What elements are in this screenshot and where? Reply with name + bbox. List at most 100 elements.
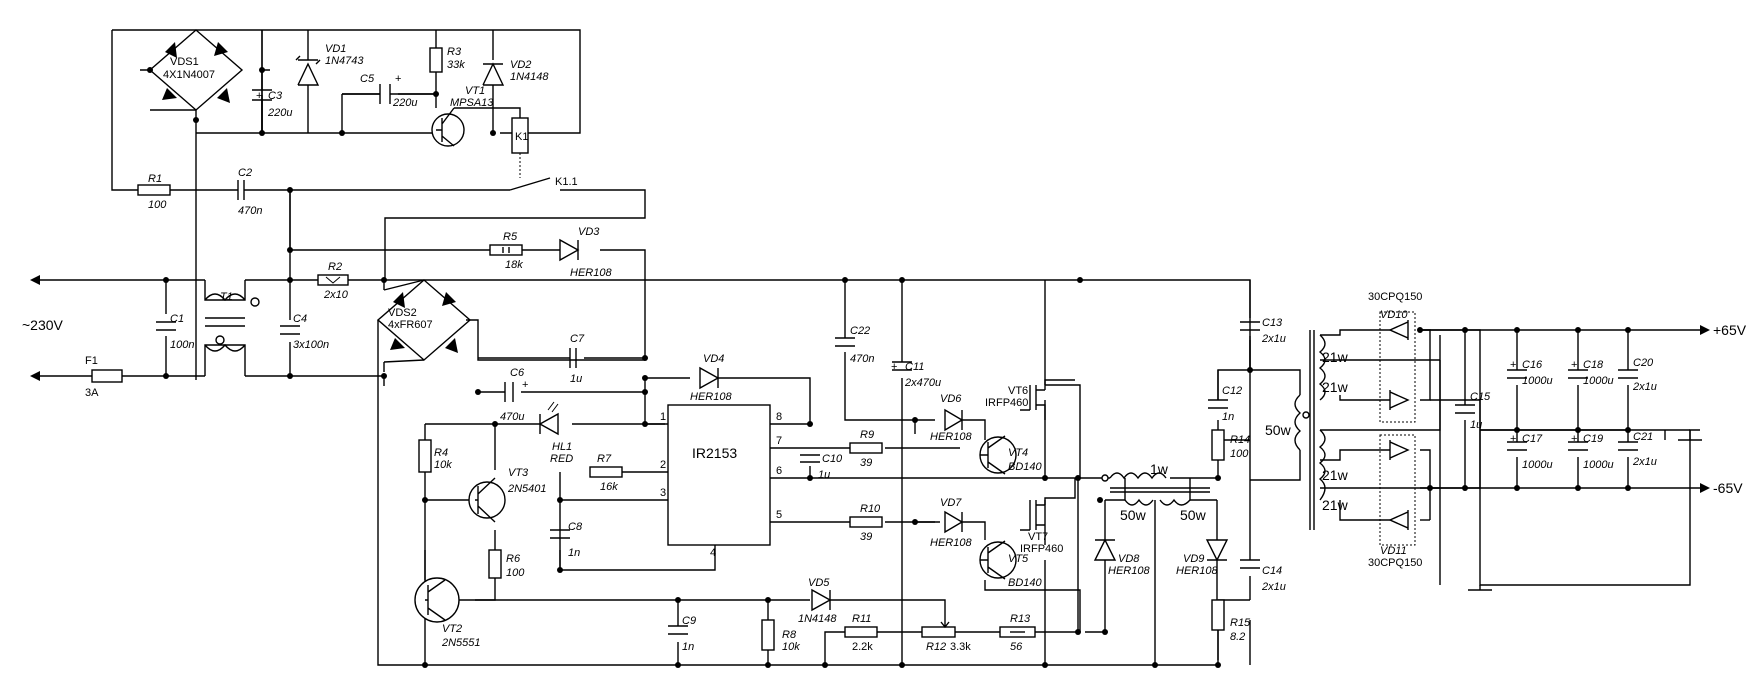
- label-r15-value: 8.2: [1230, 631, 1245, 643]
- label-vd6-value: HER108: [930, 431, 972, 443]
- label-c5-plus: +: [395, 73, 401, 85]
- label-vd8-value: HER108: [1108, 565, 1150, 577]
- label-c18: C18: [1583, 359, 1604, 371]
- ic-pin-1: 1: [660, 411, 666, 423]
- r14-resistor: [1211, 429, 1225, 461]
- label-r3: R3: [447, 46, 462, 58]
- label-r9: R9: [860, 429, 874, 441]
- label-r2-value: 2x10: [323, 289, 349, 301]
- c18-capacitor: [1568, 369, 1588, 379]
- r5-resistor: [489, 244, 523, 256]
- label-k1: K1: [515, 131, 528, 143]
- label-c4-value: 3x100n: [293, 339, 329, 351]
- f1-fuse: [91, 369, 123, 383]
- label-vt4: VT4: [1008, 447, 1028, 459]
- r8-resistor: [761, 619, 775, 651]
- t1-choke: [204, 293, 260, 352]
- label-vt3-value: 2N5401: [507, 483, 547, 495]
- label-winding-50w-b: 50w: [1180, 507, 1207, 523]
- r13-resistor: [999, 626, 1036, 638]
- r12-potentiometer: [921, 620, 956, 638]
- vd5-diode: [811, 588, 832, 612]
- c9-capacitor: [668, 625, 688, 635]
- r4-resistor: [418, 439, 432, 473]
- label-vd9-value: HER108: [1176, 565, 1218, 577]
- label-vd11-value: 30CPQ150: [1368, 557, 1422, 569]
- label-c1: C1: [170, 313, 184, 325]
- label-r6-value: 100: [506, 567, 525, 579]
- label-vt1-value: MPSA13: [450, 97, 494, 109]
- label-c19-value: 1000u: [1583, 459, 1614, 471]
- vt5-transistor: [979, 540, 1017, 580]
- label-r4: R4: [434, 447, 448, 459]
- c16-capacitor: [1507, 369, 1527, 379]
- r7-resistor: [589, 466, 623, 478]
- label-vds1: VDS1: [170, 56, 199, 68]
- label-vd2-value: 1N4148: [510, 71, 549, 83]
- label-c12: C12: [1222, 385, 1242, 397]
- label-c14-value: 2x1u: [1261, 581, 1286, 593]
- vt4-transistor: [979, 435, 1017, 475]
- label-c11-value: 2x470u: [904, 377, 941, 389]
- label-c5: C5: [360, 73, 375, 85]
- label-c9-value: 1n: [682, 641, 694, 653]
- label-c11: C11: [905, 361, 924, 373]
- label-c7: C7: [570, 333, 585, 345]
- c7-capacitor: [569, 348, 577, 368]
- label-vd10-value: 30CPQ150: [1368, 291, 1422, 303]
- vd7-diode: [944, 510, 964, 534]
- c6-capacitor: [504, 382, 514, 402]
- label-c8-value: 1n: [568, 547, 580, 559]
- label-vds1-value: 4X1N4007: [163, 69, 215, 81]
- label-vd7-value: HER108: [930, 537, 972, 549]
- label-r8-value: 10k: [782, 641, 800, 653]
- label-r1: R1: [148, 173, 162, 185]
- c14-capacitor: [1240, 559, 1260, 569]
- label-c6: C6: [510, 367, 525, 379]
- label-c13: C13: [1262, 317, 1283, 329]
- label-mains: ~230V: [22, 317, 64, 333]
- c3-capacitor: [252, 70, 272, 133]
- c2-capacitor: [232, 180, 250, 200]
- label-vd4-value: HER108: [690, 391, 732, 403]
- label-vt1: VT1: [465, 85, 485, 97]
- wires: [38, 29, 1702, 666]
- label-winding-1w: 1w: [1150, 461, 1169, 477]
- label-c19: C19: [1583, 433, 1603, 445]
- label-c16-plus: +: [1510, 359, 1516, 371]
- label-vd10: VD10: [1380, 309, 1408, 321]
- label-r2: R2: [328, 261, 342, 273]
- c21-capacitor: [1618, 441, 1638, 451]
- label-r1-value: 100: [148, 199, 167, 211]
- label-winding-50w-c: 50w: [1265, 422, 1292, 438]
- label-hl1: HL1: [552, 441, 572, 453]
- label-r7: R7: [597, 453, 612, 465]
- component-labels: VDS1 4X1N4007 VD1 1N4743 R3 33k VD2 1N41…: [22, 43, 1747, 653]
- label-vt5-value: BD140: [1008, 577, 1043, 589]
- c19-capacitor: [1568, 441, 1588, 451]
- vd3-diode: [559, 238, 580, 262]
- c11-capacitor: [892, 361, 912, 371]
- k1-relay: [511, 117, 529, 154]
- label-r8: R8: [782, 629, 797, 641]
- ic-pin-8: 8: [776, 411, 782, 423]
- label-r3-value: 33k: [447, 59, 465, 71]
- label-r14: R14: [1230, 434, 1250, 446]
- label-vt6: VT6: [1008, 385, 1028, 397]
- ic-label: IR2153: [692, 445, 737, 461]
- label-c16: C16: [1522, 359, 1543, 371]
- ic-pin-7: 7: [776, 435, 782, 447]
- label-r5: R5: [503, 231, 518, 243]
- r1-resistor: [137, 184, 171, 196]
- label-r13-value: 56: [1010, 641, 1023, 653]
- label-r10-value: 39: [860, 531, 872, 543]
- label-r5-value: 18k: [505, 259, 523, 271]
- label-r4-value: 10k: [434, 459, 452, 471]
- label-vd3: VD3: [578, 226, 600, 238]
- r3-resistor: [429, 47, 443, 73]
- ic-pin-2: 2: [660, 459, 666, 471]
- label-c20: C20: [1633, 357, 1654, 369]
- vd9-diode: [1205, 539, 1229, 562]
- r11-resistor: [844, 626, 878, 638]
- vds2-bridge: [376, 279, 472, 363]
